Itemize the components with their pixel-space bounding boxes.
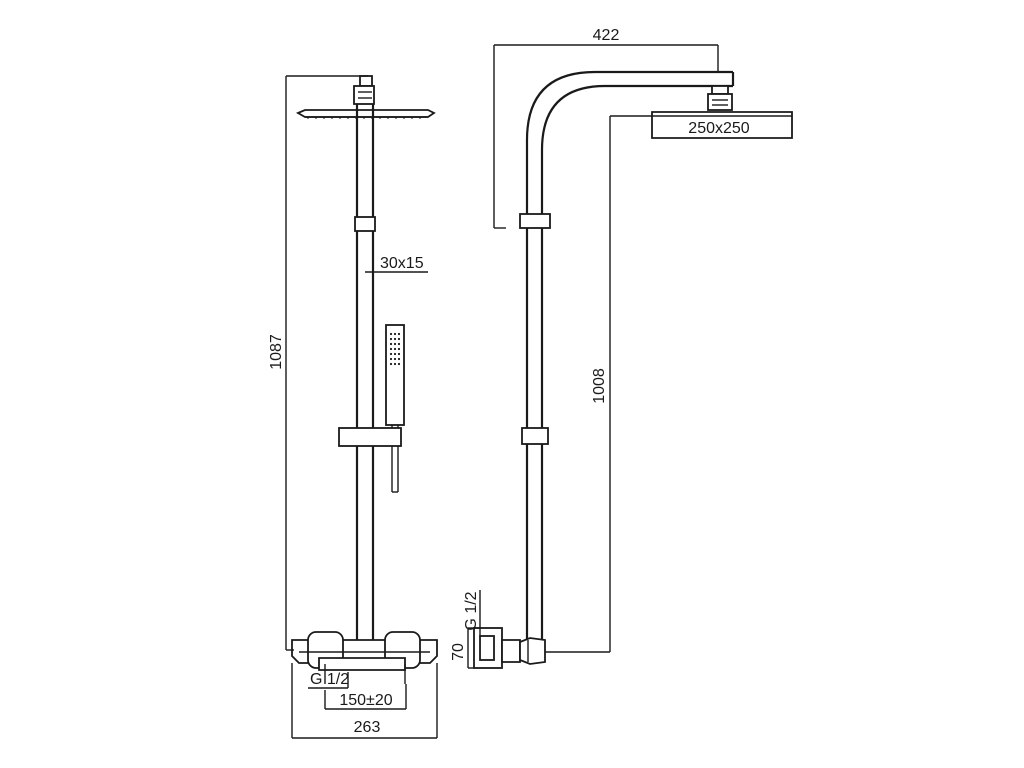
mixer-width-label: 263 [354,719,381,736]
side-wall-inlet [473,627,546,669]
side-riser-arm [519,70,735,640]
side-height-label: 1008 [591,368,608,404]
side-head-connector [707,85,733,111]
side-view: 422 250x250 1008 [450,27,793,669]
side-height-dimension [545,115,652,653]
front-head-connector [353,75,375,105]
front-height-label: 1087 [268,334,285,370]
inlet-spacing-label: 150±20 [339,692,392,709]
front-height-dimension [285,75,368,651]
front-riser-bar [354,104,376,640]
front-mixer-body [291,631,438,684]
side-inlet-dimensions [467,590,481,669]
inlet-depth-label: 70 [450,643,467,661]
front-view: 30x15 [268,75,438,739]
arm-reach-label: 422 [593,27,620,44]
front-hand-shower [385,324,405,493]
arm-reach-dimension [493,44,719,229]
front-slider-holder [338,427,402,447]
front-shower-head [295,109,436,119]
side-inlet-thread-label: G 1/2 [463,591,480,630]
head-size-label: 250x250 [688,120,749,137]
front-inlet-thread-label: G 1/2 [310,671,349,688]
side-rain-head [651,111,793,139]
front-bottom-dimensions [291,663,438,739]
bar-section-label: 30x15 [380,255,424,272]
